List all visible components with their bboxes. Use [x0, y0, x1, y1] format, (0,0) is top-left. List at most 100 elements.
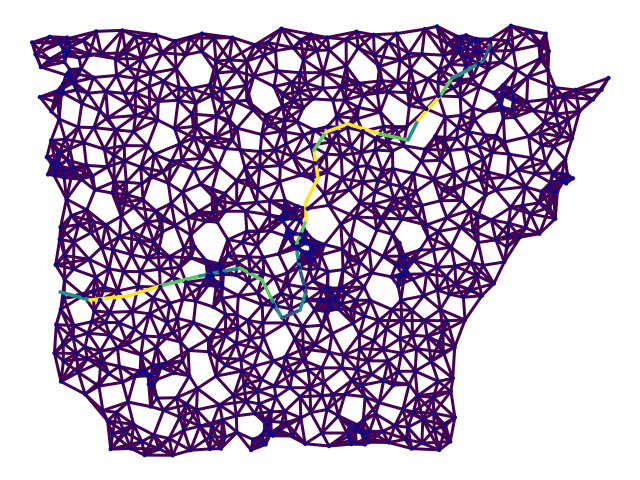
- graph-edge: [82, 141, 88, 167]
- graph-edge: [301, 325, 317, 347]
- graph-node: [553, 111, 558, 117]
- graph-edge: [426, 77, 440, 98]
- graph-node: [117, 200, 123, 206]
- graph-edge: [132, 118, 159, 133]
- graph-edge: [130, 253, 150, 260]
- graph-edge: [235, 178, 250, 206]
- graph-edge: [108, 309, 134, 314]
- graph-edge: [242, 378, 264, 387]
- graph-node: [67, 146, 73, 152]
- graph-node: [123, 50, 128, 56]
- graph-node: [356, 81, 362, 86]
- graph-edge: [469, 241, 480, 264]
- graph-edge: [301, 325, 305, 351]
- graph-node: [100, 408, 106, 413]
- graph-edge: [258, 133, 264, 153]
- graph-edge: [327, 350, 344, 370]
- graph-edge: [252, 347, 261, 368]
- graph-edge: [171, 448, 192, 457]
- graph-node: [500, 83, 506, 88]
- graph-edge: [543, 112, 557, 124]
- graph-edge: [452, 171, 457, 192]
- graph-edge: [436, 379, 453, 393]
- graph-edge: [236, 280, 251, 298]
- graph-edge: [188, 447, 212, 452]
- graph-edge: [112, 180, 122, 205]
- graph-node: [107, 332, 113, 338]
- graph-edge: [463, 164, 472, 186]
- graph-edge: [158, 267, 162, 289]
- graph-node: [451, 85, 456, 91]
- graph-edge: [227, 43, 257, 62]
- graph-node: [277, 428, 282, 433]
- graph-edge: [400, 216, 421, 221]
- graph-node: [164, 320, 170, 325]
- graph-edge: [463, 182, 488, 197]
- graph-node: [305, 298, 310, 303]
- graph-edge: [395, 67, 412, 84]
- graph-node: [431, 411, 436, 416]
- graph-node: [480, 263, 486, 268]
- graph-edge: [162, 408, 182, 419]
- graph-edge: [181, 190, 190, 219]
- graph-node: [61, 341, 66, 346]
- graph-edge: [53, 323, 58, 355]
- graph-node: [305, 206, 310, 211]
- graph-node: [215, 355, 220, 361]
- graph-edge: [298, 395, 313, 415]
- graph-node: [442, 138, 447, 143]
- graph-edge: [211, 192, 227, 215]
- graph-node: [452, 170, 457, 176]
- graph-edge: [111, 248, 125, 273]
- graph-node: [324, 284, 330, 289]
- graph-edge: [122, 269, 140, 288]
- graph-edge: [126, 66, 153, 75]
- graph-edge: [179, 340, 184, 363]
- graph-edge: [130, 309, 151, 316]
- highlight-route-layer: [58, 44, 492, 320]
- graph-node: [373, 136, 378, 141]
- graph-node: [128, 446, 133, 451]
- graph-edge: [392, 185, 403, 201]
- graph-node: [346, 434, 351, 439]
- graph-edge: [354, 285, 366, 302]
- graph-node: [310, 96, 316, 102]
- highlighted-edge: [270, 298, 284, 320]
- graph-edge: [553, 189, 559, 221]
- graph-edge: [322, 188, 351, 196]
- graph-node: [225, 253, 230, 258]
- graph-node: [261, 418, 267, 423]
- graph-edge: [272, 366, 285, 388]
- graph-node: [546, 185, 551, 191]
- graph-edge: [415, 389, 453, 398]
- graph-edge: [372, 319, 381, 343]
- graph-edge: [127, 102, 152, 112]
- graph-edge: [87, 29, 98, 56]
- graph-node: [331, 392, 336, 397]
- graph-edge: [256, 187, 272, 203]
- graph-edge: [537, 131, 563, 138]
- graph-edge: [93, 180, 116, 192]
- graph-node: [285, 225, 290, 231]
- graph-node: [330, 97, 335, 103]
- graph-node: [140, 197, 146, 202]
- graph-edge: [147, 79, 166, 89]
- graph-node: [479, 293, 485, 298]
- graph-edge: [391, 217, 404, 236]
- graph-node: [155, 250, 161, 255]
- graph-edge: [412, 396, 435, 414]
- highlighted-edge: [126, 284, 162, 298]
- graph-node: [537, 231, 542, 236]
- graph-edge: [400, 308, 414, 323]
- graph-node: [106, 266, 112, 271]
- graph-edge: [235, 69, 256, 78]
- graph-edge: [468, 164, 482, 182]
- graph-node: [342, 97, 347, 103]
- graph-edge: [235, 59, 249, 73]
- graph-node: [476, 240, 481, 245]
- graph-edge: [87, 52, 117, 61]
- graph-edge: [409, 67, 430, 81]
- graph-node: [284, 141, 289, 147]
- graph-node: [359, 383, 364, 388]
- graph-edge: [351, 298, 358, 325]
